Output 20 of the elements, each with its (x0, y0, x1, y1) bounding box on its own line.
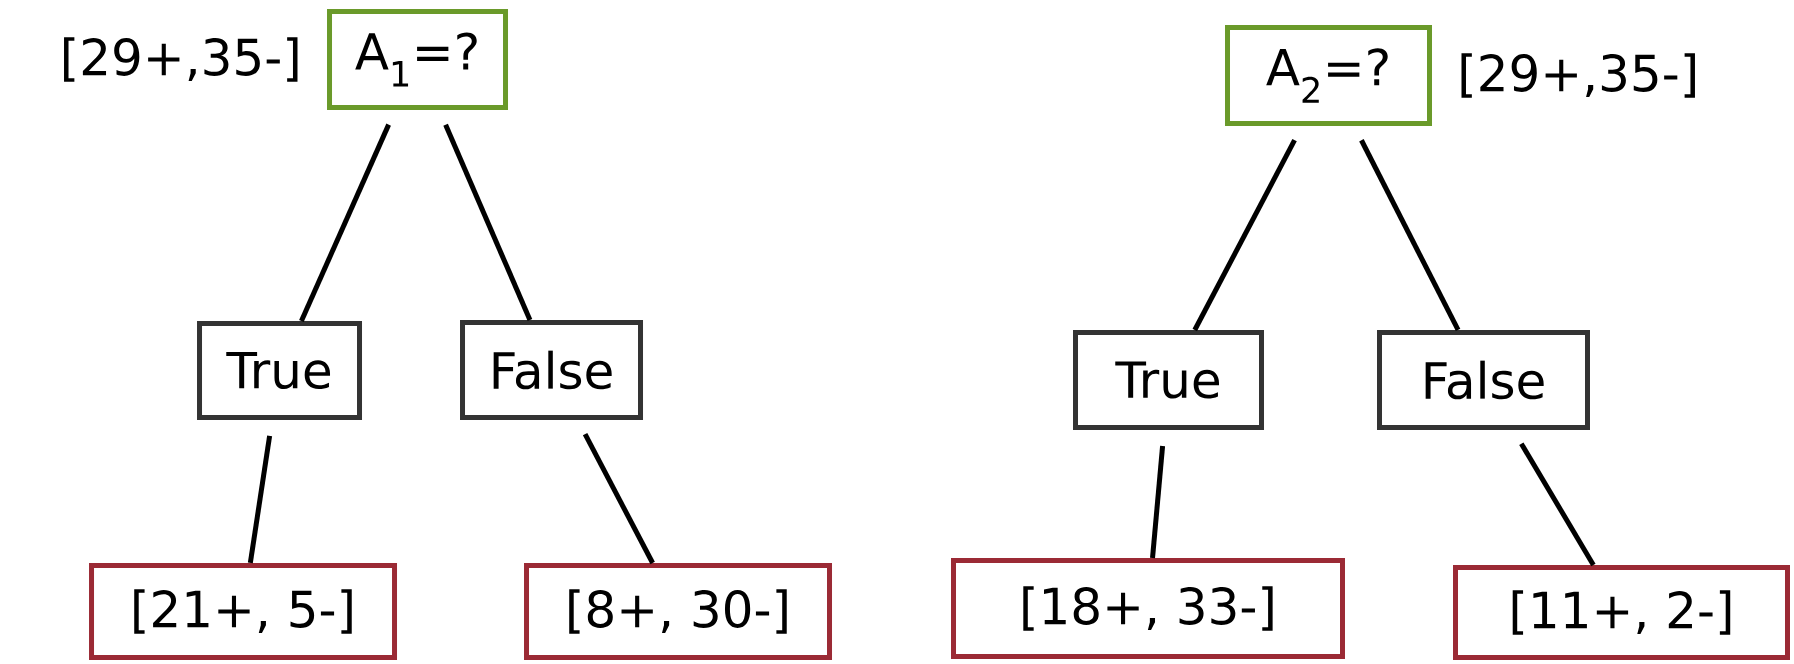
leaf-box: [11+, 2-] (1453, 565, 1790, 660)
branch-box: True (197, 321, 362, 420)
branch-box: True (1073, 330, 1264, 430)
branch-line (247, 435, 273, 564)
leaf-box: [8+, 30-] (524, 563, 832, 660)
leaf-box: [18+, 33-] (951, 558, 1345, 659)
branch-line (1192, 139, 1297, 332)
count-label: [29+,35-] (1461, 53, 1695, 98)
branch-line (443, 123, 533, 321)
attribute-box: A$_{1}$=? (327, 9, 508, 110)
count-label: [29+,35-] (64, 37, 298, 82)
branch-line (299, 123, 391, 322)
leaf-box: [21+, 5-] (89, 563, 397, 660)
branch-line (1359, 139, 1461, 332)
branch-box: False (460, 320, 643, 420)
branch-line (1150, 445, 1166, 559)
branch-line (1519, 442, 1596, 567)
branch-line (582, 433, 655, 565)
attribute-box: A$_{2}$=? (1225, 25, 1432, 126)
branch-box: False (1377, 330, 1590, 430)
